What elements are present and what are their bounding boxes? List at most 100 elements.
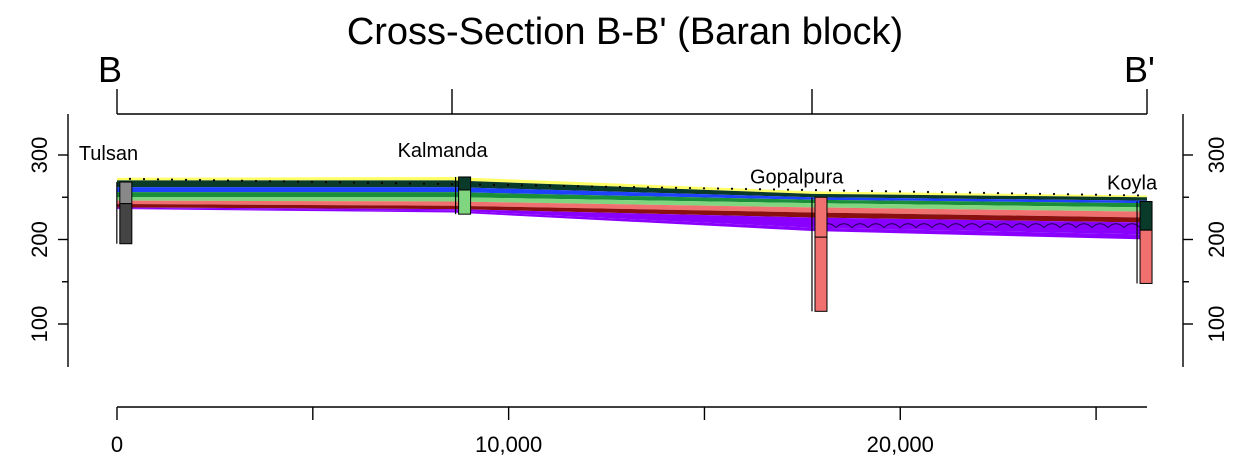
well-log-lower (458, 189, 472, 215)
sand-dot (366, 181, 370, 184)
stratum-band (117, 187, 1147, 204)
sand-dot (954, 191, 958, 194)
sand-dot (506, 183, 510, 187)
sand-dot (1094, 193, 1098, 196)
sand-dot (814, 189, 818, 192)
well-kalmanda: Kalmanda (398, 140, 489, 215)
sand-dot (646, 186, 650, 189)
sand-dot (1080, 193, 1084, 196)
sand-dot (982, 191, 986, 194)
sand-dot (786, 188, 790, 191)
sand-dot (408, 182, 412, 185)
sand-dot (828, 189, 832, 192)
sand-dot (1122, 194, 1126, 197)
sand-dot (380, 181, 384, 185)
sand-dot (1038, 192, 1042, 195)
sand-dot (548, 184, 552, 187)
sand-dot (324, 180, 328, 184)
well-log-lower (814, 236, 828, 312)
sand-dot (702, 187, 706, 190)
sand-dot (758, 188, 762, 191)
left-elevation-axis: 100 200 300 (27, 114, 69, 367)
sand-dot (170, 178, 174, 181)
sand-dot (268, 180, 272, 183)
stratum-band (117, 207, 1147, 235)
sand-dot (534, 184, 538, 187)
well-name: Tulsan (79, 143, 138, 165)
sand-dot (450, 183, 454, 186)
sand-dot (898, 190, 902, 193)
sand-dot (1136, 194, 1140, 197)
sand-dot (590, 185, 594, 188)
sand-dot (674, 186, 678, 189)
sand-dot (156, 178, 160, 181)
sand-dot (912, 190, 916, 193)
sand-dot (128, 177, 132, 180)
well-log-lower (119, 203, 133, 245)
sand-dot (296, 180, 300, 183)
section-end-label: B' (1124, 49, 1155, 90)
sand-dot (1066, 193, 1070, 196)
stratum-band (117, 208, 1147, 240)
well-koyla: Koyla (1107, 172, 1158, 284)
left-tick-label: 300 (27, 137, 52, 174)
sand-dot (254, 179, 258, 183)
well-name: Kalmanda (398, 140, 489, 162)
right-tick-label: 200 (1204, 221, 1229, 258)
well-gopalpura: Gopalpura (750, 166, 844, 312)
sand-dot (772, 188, 776, 191)
sand-dot (1108, 193, 1112, 197)
sand-dot (492, 183, 496, 186)
sand-dot (478, 183, 482, 186)
sand-dot (688, 186, 692, 190)
sand-dot (730, 187, 734, 190)
well-log-upper (1139, 200, 1153, 231)
well-log-lower (1139, 229, 1153, 284)
sand-dot (142, 178, 146, 181)
sand-dot (842, 189, 846, 192)
right-tick-label: 100 (1204, 306, 1229, 343)
sand-dot (940, 191, 944, 194)
sand-dot (226, 179, 230, 182)
sand-dot (576, 185, 580, 188)
sand-dot (632, 186, 636, 189)
well-name: Gopalpura (750, 166, 844, 188)
wavy-pattern (819, 223, 1141, 229)
well-tulsan: Tulsan (79, 143, 138, 245)
distance-axis: 0 10,000 20,000 (111, 406, 1147, 457)
left-tick-label: 200 (27, 221, 52, 258)
sand-dot (212, 179, 216, 182)
sand-dot (968, 191, 972, 194)
section-line (116, 89, 1148, 115)
sand-dot (996, 192, 1000, 195)
sand-dot (422, 182, 426, 185)
sand-dot (184, 178, 188, 181)
strata-layers (117, 176, 1147, 240)
well-name: Koyla (1107, 172, 1158, 194)
sand-dot (744, 187, 748, 191)
stratum-band (117, 197, 1147, 212)
stratum-band (117, 204, 1147, 223)
sand-dot (198, 178, 202, 182)
sand-dot (562, 184, 566, 188)
left-tick-label: 100 (27, 306, 52, 343)
sand-dot (1024, 192, 1028, 195)
right-tick-label: 300 (1204, 137, 1229, 174)
sand-dot (240, 179, 244, 182)
section-start-label: B (98, 49, 122, 90)
sand-dot (618, 185, 622, 189)
distance-tick-label: 0 (111, 432, 123, 457)
sand-dot (716, 187, 720, 190)
well-log-upper (814, 196, 828, 238)
stratum-band (117, 180, 1147, 201)
distance-tick-label: 10,000 (475, 432, 542, 457)
sand-dot (282, 180, 286, 183)
distance-tick-label: 20,000 (867, 432, 934, 457)
stratum-band (117, 192, 1147, 208)
sand-dot (1052, 192, 1056, 196)
sand-dot (394, 182, 398, 185)
right-elevation-axis: 100 200 300 (1182, 114, 1229, 367)
sand-dot (436, 182, 440, 186)
sand-dot (884, 190, 888, 193)
